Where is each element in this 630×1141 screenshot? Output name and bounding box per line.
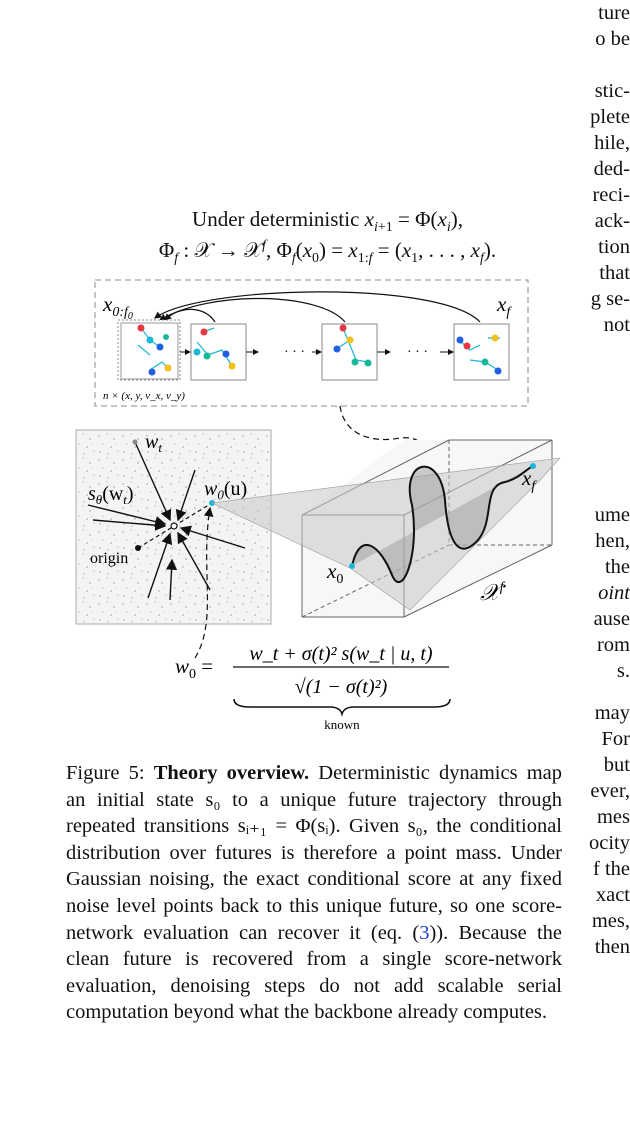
- label-space: 𝒳f: [480, 580, 506, 605]
- trajectory-container: [94, 279, 529, 407]
- label-origin: origin: [90, 550, 128, 567]
- label-box-xf: xf: [521, 466, 537, 494]
- label-wt: wt: [145, 431, 162, 455]
- equation-ref-link[interactable]: 3: [419, 921, 430, 944]
- column-fragment: For: [601, 728, 630, 750]
- frame-f: [453, 323, 510, 381]
- column-fragment: tion: [598, 236, 630, 258]
- label-xf: xf: [496, 292, 512, 320]
- column-fragment: ture: [598, 2, 630, 24]
- figure-caption: Figure 5: Theory overview. Deterministic…: [66, 760, 562, 1026]
- column-fragment: mes: [596, 806, 630, 828]
- label-x0: x0: [326, 559, 343, 587]
- column-fragment: ever,: [590, 780, 630, 802]
- column-fragment: plete: [590, 106, 630, 128]
- dots-1: · · ·: [284, 345, 305, 360]
- caption-body: Deterministic dynamics map an initial st…: [66, 762, 562, 944]
- column-fragment: not: [603, 314, 630, 336]
- column-fragment: ded-: [593, 158, 630, 180]
- column-fragment: s.: [616, 660, 630, 682]
- column-fragment: the: [604, 556, 630, 578]
- equation-line-2: Φf : 𝒳 → 𝒳f, Φf(x0) = x1:f = (x1, . . . …: [158, 238, 497, 267]
- adjacent-column-fragments: ture o be stic-plete hile, ded-reci-ack-tion…: [0, 0, 630, 960]
- caption-body-end: )). Because the clean future is recovere…: [66, 921, 562, 1024]
- denoise-formula: w0 = w_t + σ(t)² s(w_t | u, t) √(1 − σ(t…: [175, 643, 451, 732]
- column-fragment: stic-: [594, 80, 630, 102]
- caption-title: Theory overview.: [153, 762, 310, 784]
- column-fragment: ause: [593, 608, 630, 630]
- caption-prefix: Figure 5:: [66, 762, 154, 784]
- formula-numerator: w_t + σ(t)² s(w_t | u, t): [249, 643, 433, 665]
- state-dims-label: n × (x, y, v_x, v_y): [103, 390, 185, 402]
- dots-2: · · ·: [407, 345, 428, 360]
- column-fragment: xact: [595, 884, 630, 906]
- column-fragment: g se-: [590, 288, 630, 310]
- formula-denominator: √(1 − σ(t)²): [295, 676, 388, 698]
- column-fragment: hen,: [595, 530, 630, 552]
- column-fragment: f the: [593, 858, 630, 880]
- column-fragment: hile,: [594, 132, 630, 154]
- column-fragment: that: [599, 262, 630, 284]
- brace-label: known: [324, 717, 360, 732]
- column-fragment: rom: [596, 634, 630, 656]
- frame-2: [321, 323, 378, 381]
- frame-0: [137, 324, 172, 376]
- theory-figure: x0:f0 xf · · · · · · n × (x, y, v: [75, 279, 561, 732]
- column-fragment: reci-: [592, 184, 630, 206]
- label-s-theta: sθ(wt): [88, 483, 134, 507]
- column-fragment: ocity: [589, 832, 630, 854]
- column-fragment: ume: [594, 504, 630, 526]
- trajectory-curve: [351, 465, 534, 583]
- column-fragment: but: [603, 754, 630, 776]
- column-fragment: o be: [595, 28, 630, 50]
- svg-text:w0 =: w0 =: [175, 654, 213, 682]
- column-fragment: mes,: [591, 910, 630, 932]
- label-w0u: w0(u): [204, 478, 247, 502]
- column-fragment: may: [594, 702, 630, 724]
- equation-line-1: Under deterministic xi+1 = Φ(xi),: [192, 207, 463, 236]
- column-fragment: ack-: [594, 210, 630, 232]
- column-fragment: then: [594, 936, 630, 958]
- column-fragment: oint: [598, 582, 630, 604]
- label-x0f0: x0:f0: [102, 292, 133, 322]
